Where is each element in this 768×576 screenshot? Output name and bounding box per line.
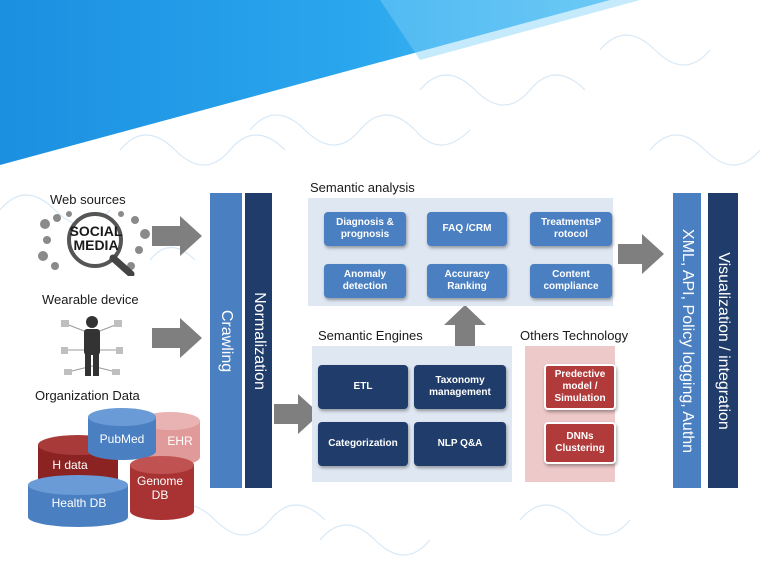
db-h-data: H data [52,458,88,472]
ot-predictive: Predective model / Simulation [544,364,616,410]
arrow-normalization-to-engines [274,394,320,434]
crawling-label: Crawling [218,309,235,372]
sa-diagnosis: Diagnosis & prognosis [324,212,406,246]
se-etl: ETL [318,365,408,409]
se-nlp: NLP Q&A [414,422,506,466]
normalization-label: Normalization [250,291,268,390]
sa-treatments: TreatmentsP rotocol [530,212,612,246]
social-media-text: SOCIAL MEDIA [69,223,123,253]
db-pubmed: PubMed [99,432,145,446]
db-ehr: EHR [167,434,193,448]
sa-anomaly: Anomaly detection [324,264,406,298]
organization-data-label: Organization Data [35,388,140,403]
semantic-analysis-title: Semantic analysis [310,180,415,195]
crawling-bar: Crawling [210,193,242,488]
arrow-engines-to-analysis [444,305,486,346]
visualization-bar: Visualization / integration [708,193,738,488]
db-health: Health DB [51,496,107,510]
ot-dnns: DNNs Clustering [544,422,616,464]
others-technology-title: Others Technology [520,328,629,343]
arrow-analysis-to-output [618,234,664,274]
xml-api-label: XML, API, Policy logging, Authn [679,228,697,453]
normalization-bar: Normalization [245,193,272,488]
sa-content: Content compliance [530,264,612,298]
se-taxonomy: Taxonomy management [414,365,506,409]
wearable-device-label: Wearable device [42,292,139,307]
database-cylinders [28,408,200,527]
se-categorization: Categorization [318,422,408,466]
person-icon [61,316,123,376]
arrow-web-to-crawling [152,216,202,256]
web-sources-label: Web sources [50,192,126,207]
arrow-wearable-to-crawling [152,318,202,358]
xml-api-bar: XML, API, Policy logging, Authn [673,193,701,488]
sa-faq-crm: FAQ /CRM [427,212,507,246]
social-media-graphic: SOCIAL MEDIA [35,210,155,278]
db-genome: Genome DB [136,474,184,502]
semantic-engines-title: Semantic Engines [318,328,423,343]
visualization-label: Visualization / integration [715,251,732,430]
sa-accuracy: Accuracy Ranking [427,264,507,298]
